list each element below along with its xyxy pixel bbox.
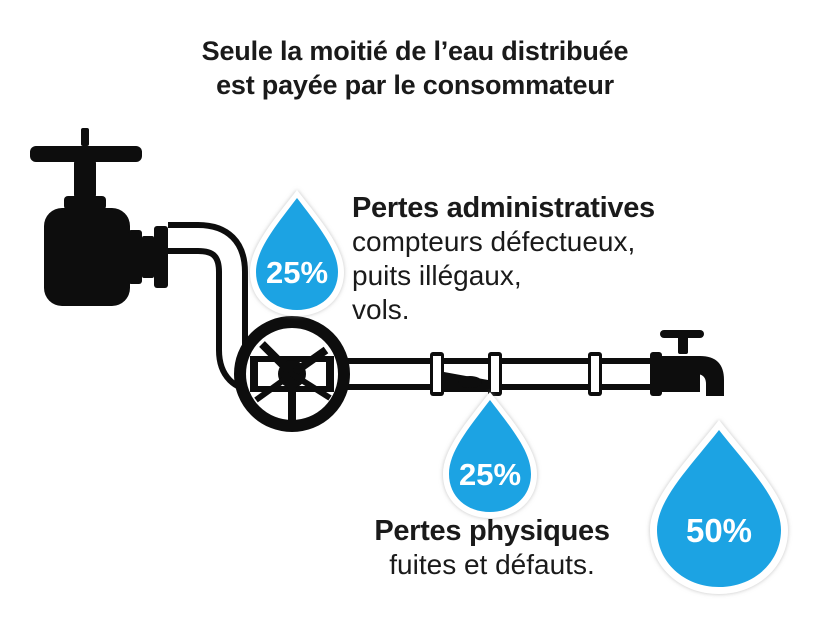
drop-paid-percent: 50% bbox=[686, 512, 752, 549]
admin-losses-label: Pertes administratives compteurs défectu… bbox=[352, 191, 655, 327]
admin-losses-heading: Pertes administratives bbox=[352, 192, 655, 224]
valve-icon bbox=[30, 128, 168, 306]
drop-physical-percent: 25% bbox=[459, 457, 521, 492]
physical-losses-label: Pertes physiques fuites et défauts. bbox=[352, 514, 632, 582]
admin-losses-line-1: compteurs défectueux, bbox=[352, 226, 636, 257]
title-line-2: est payée par le consommateur bbox=[216, 70, 614, 100]
water-drop-icon bbox=[650, 420, 788, 594]
physical-losses-line-1: fuites et défauts. bbox=[389, 549, 595, 580]
admin-losses-line-2: puits illégaux, bbox=[352, 260, 522, 291]
wheel-valve-icon bbox=[234, 316, 350, 432]
water-drop-icon bbox=[250, 190, 344, 316]
drop-admin-percent: 25% bbox=[266, 255, 328, 290]
page-title: Seule la moitié de l’eau distribuée est … bbox=[100, 34, 730, 102]
title-line-1: Seule la moitié de l’eau distribuée bbox=[201, 36, 629, 66]
water-drop-icon bbox=[443, 392, 537, 518]
admin-losses-line-3: vols. bbox=[352, 294, 410, 325]
faucet-icon bbox=[650, 330, 724, 396]
physical-losses-heading: Pertes physiques bbox=[374, 515, 610, 547]
